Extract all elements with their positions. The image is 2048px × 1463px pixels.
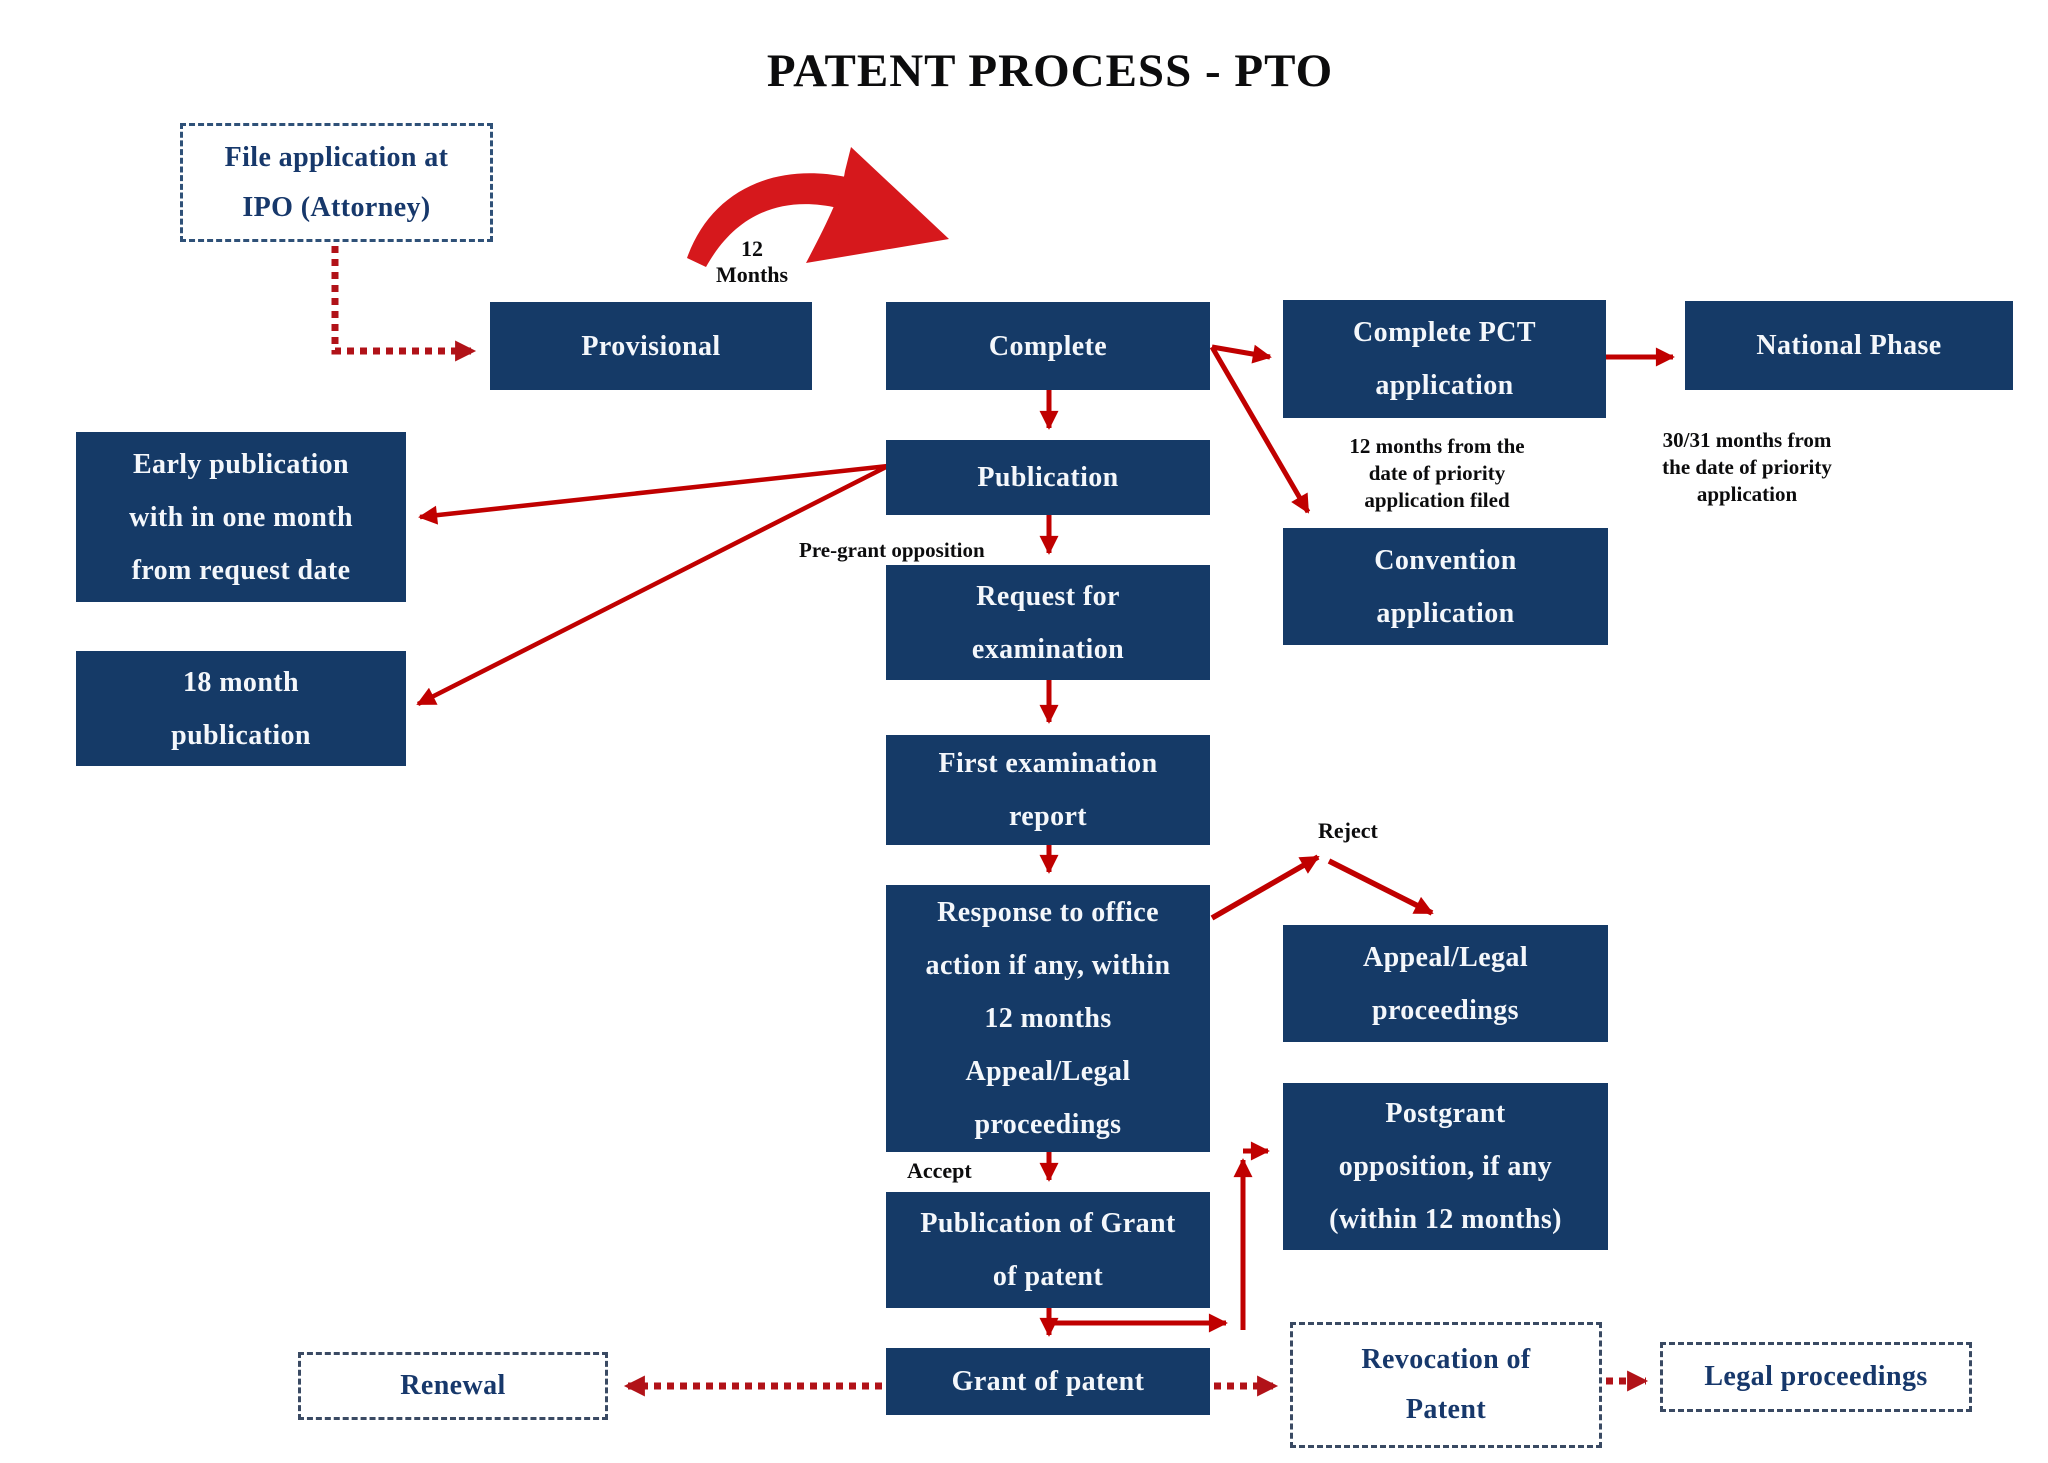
node-first-examination-report: First examination report bbox=[886, 735, 1210, 845]
node-file-application-label: File application at IPO (Attorney) bbox=[224, 141, 449, 223]
arrow-file-application-to-provisional bbox=[331, 246, 477, 362]
note-30-31-months-priority: 30/31 months from the date of priority a… bbox=[1662, 428, 1832, 506]
arrow-publication-to-18-month bbox=[416, 463, 890, 707]
node-postgrant-opposition: Postgrant opposition, if any (within 12 … bbox=[1283, 1083, 1608, 1250]
node-response-to-office-action: Response to office action if any, within… bbox=[886, 885, 1210, 1152]
node-file-application: File application at IPO (Attorney) bbox=[180, 123, 493, 242]
node-response-to-office-action-label: Response to office action if any, within… bbox=[925, 897, 1171, 1140]
node-renewal: Renewal bbox=[298, 1352, 608, 1420]
node-first-examination-report-label: First examination report bbox=[938, 748, 1158, 832]
node-legal-proceedings-label: Legal proceedings bbox=[1704, 1361, 1928, 1392]
node-publication-of-grant-label: Publication of Grant of patent bbox=[920, 1208, 1176, 1292]
node-revocation-of-patent-label: Revocation of Patent bbox=[1361, 1344, 1531, 1425]
node-convention-application: Convention application bbox=[1283, 528, 1608, 645]
node-grant-of-patent-label: Grant of patent bbox=[951, 1366, 1145, 1397]
node-complete: Complete bbox=[886, 302, 1210, 390]
arrow-reject-to-appeal bbox=[1327, 858, 1434, 916]
node-provisional: Provisional bbox=[490, 302, 812, 390]
node-request-for-examination: Request for examination bbox=[886, 565, 1210, 680]
node-provisional-label: Provisional bbox=[581, 330, 721, 362]
curved-arrow-icon bbox=[687, 147, 949, 267]
node-convention-application-label: Convention application bbox=[1374, 544, 1517, 629]
node-postgrant-opposition-label: Postgrant opposition, if any (within 12 … bbox=[1329, 1098, 1562, 1235]
node-revocation-of-patent: Revocation of Patent bbox=[1290, 1322, 1602, 1448]
node-18-month-publication: 18 month publication bbox=[76, 651, 406, 766]
node-complete-label: Complete bbox=[988, 330, 1108, 362]
node-legal-proceedings: Legal proceedings bbox=[1660, 1342, 1972, 1412]
node-publication-of-grant: Publication of Grant of patent bbox=[886, 1192, 1210, 1308]
node-national-phase-label: National Phase bbox=[1756, 330, 1942, 361]
node-early-publication-label: Early publication with in one month from… bbox=[129, 448, 353, 586]
arrow-complete-to-pct bbox=[1211, 344, 1272, 364]
page-title: PATENT PROCESS - PTO bbox=[766, 45, 1334, 97]
node-18-month-publication-label: 18 month publication bbox=[171, 666, 311, 751]
node-publication: Publication bbox=[886, 440, 1210, 515]
node-renewal-label: Renewal bbox=[400, 1370, 506, 1401]
note-reject: Reject bbox=[1318, 818, 1378, 843]
note-accept: Accept bbox=[907, 1158, 972, 1183]
node-early-publication: Early publication with in one month from… bbox=[76, 432, 406, 602]
node-grant-of-patent: Grant of patent bbox=[886, 1348, 1210, 1415]
node-complete-pct-application-label: Complete PCT application bbox=[1353, 317, 1536, 401]
arrow-publication-to-early-publication bbox=[418, 463, 889, 525]
node-complete-pct-application: Complete PCT application bbox=[1283, 300, 1606, 418]
note-12-months-priority-filed: 12 months from the date of priority appl… bbox=[1349, 434, 1525, 512]
node-appeal-legal-proceedings-label: Appeal/Legal proceedings bbox=[1362, 941, 1529, 1026]
node-appeal-legal-proceedings: Appeal/Legal proceedings bbox=[1283, 925, 1608, 1042]
note-12-months: 12 Months bbox=[715, 236, 789, 287]
note-pre-grant-opposition: Pre-grant opposition bbox=[799, 538, 985, 562]
node-publication-label: Publication bbox=[977, 462, 1119, 493]
arrow-response-reject-up bbox=[1210, 854, 1320, 921]
node-request-for-examination-label: Request for examination bbox=[971, 580, 1125, 665]
arrow-complete-to-convention bbox=[1209, 345, 1311, 514]
node-national-phase: National Phase bbox=[1685, 301, 2013, 390]
